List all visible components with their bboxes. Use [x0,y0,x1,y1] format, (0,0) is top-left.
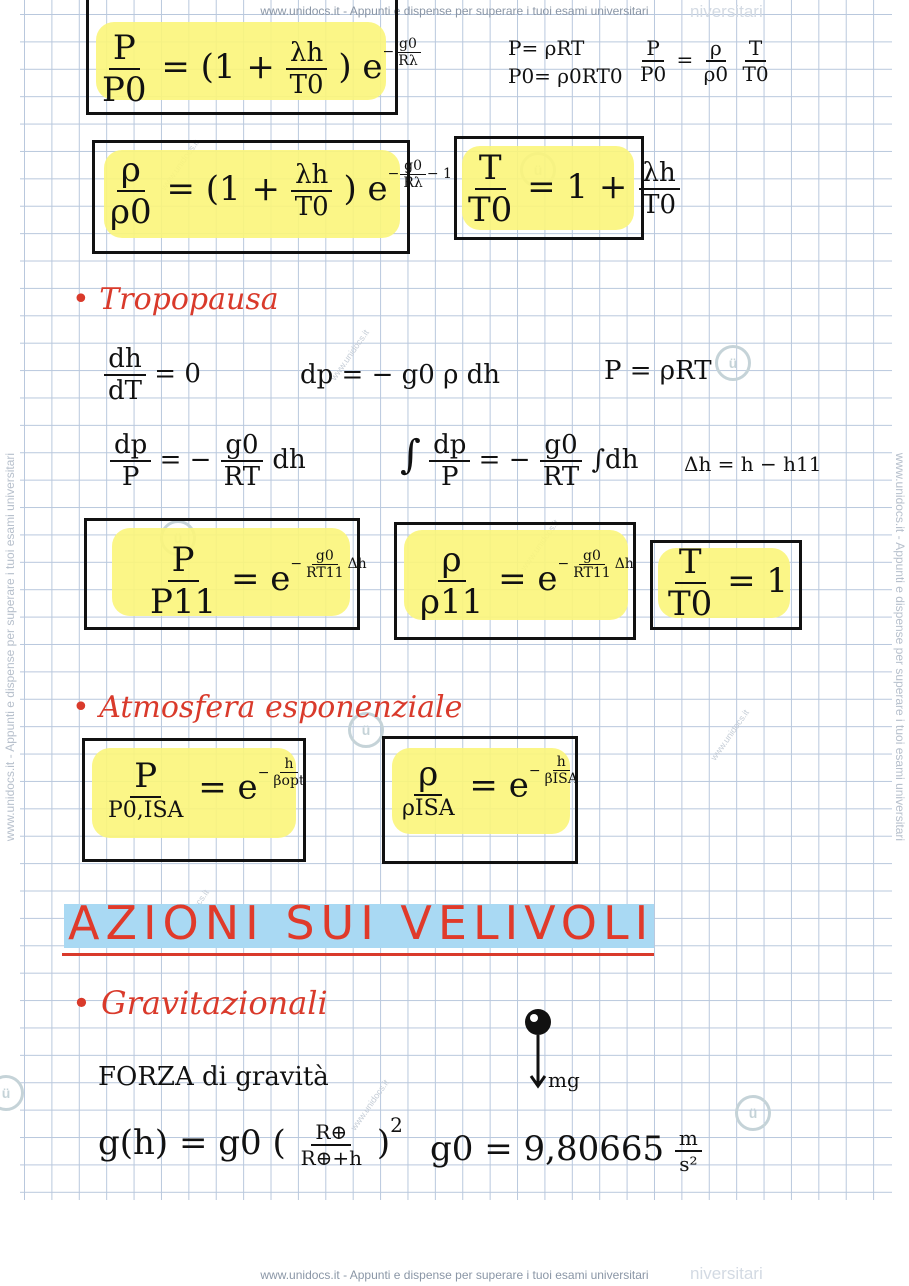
highlight [392,748,570,834]
weight-label: mg [548,1068,580,1092]
chapter-title: AZIONI SUI VELIVOLI [68,896,655,950]
state-equations: P= ρRT P0= ρ0RT0 [508,36,623,88]
formula-box-1 [86,0,398,115]
section-heading-gravitazionali: • Gravitazionali [72,984,328,1022]
highlight [92,748,296,838]
forza-di-gravita-label: FORZA di gravità [98,1062,329,1092]
unidocs-logo-icon: ü [0,1075,24,1111]
watermark-right: www.unidocs.it - Appunti e dispense per … [893,452,907,842]
formula-box-tropo-rho [394,522,636,640]
gravity-force-sketch [525,1009,551,1089]
formula-gravity-altitude: g(h) = g0 ( R⊕R⊕+h )2 [98,1113,403,1170]
watermark-ghost-top: niversitari [690,2,763,21]
highlight [112,528,350,616]
title-underline [62,953,654,956]
watermark-left: www.unidocs.it - Appunti e dispense per … [3,452,17,842]
title-highlight [64,904,654,948]
formula-box-tropo-t [650,540,802,630]
section-heading-tropopausa: • Tropopausa [72,282,279,317]
section-heading-atmosfera-esponenziale: • Atmosfera esponenziale [72,690,463,725]
watermark-top: www.unidocs.it - Appunti e dispense per … [260,4,649,18]
unidocs-logo-icon: ü [348,712,384,748]
tropo-hydrostatic: dp = − g0 ρ dh [300,360,501,390]
formula-box-tropo-p [84,518,360,630]
tropo-delta-h: Δh = h − h11 [684,452,822,476]
watermark-bottom: www.unidocs.it - Appunti e dispense per … [260,1268,649,1282]
formula-box-expo-p [82,738,306,862]
highlight [96,22,386,100]
unidocs-logo-icon: ü [715,345,751,381]
highlight [104,150,400,238]
formula-box-expo-rho [382,736,578,864]
watermark-ghost-bottom: niversitari [690,1264,763,1283]
highlight [404,530,628,620]
unidocs-logo-icon: ü [735,1095,771,1131]
tropo-state-equation: P = ρRT [604,356,712,386]
formula-box-3 [92,140,410,254]
